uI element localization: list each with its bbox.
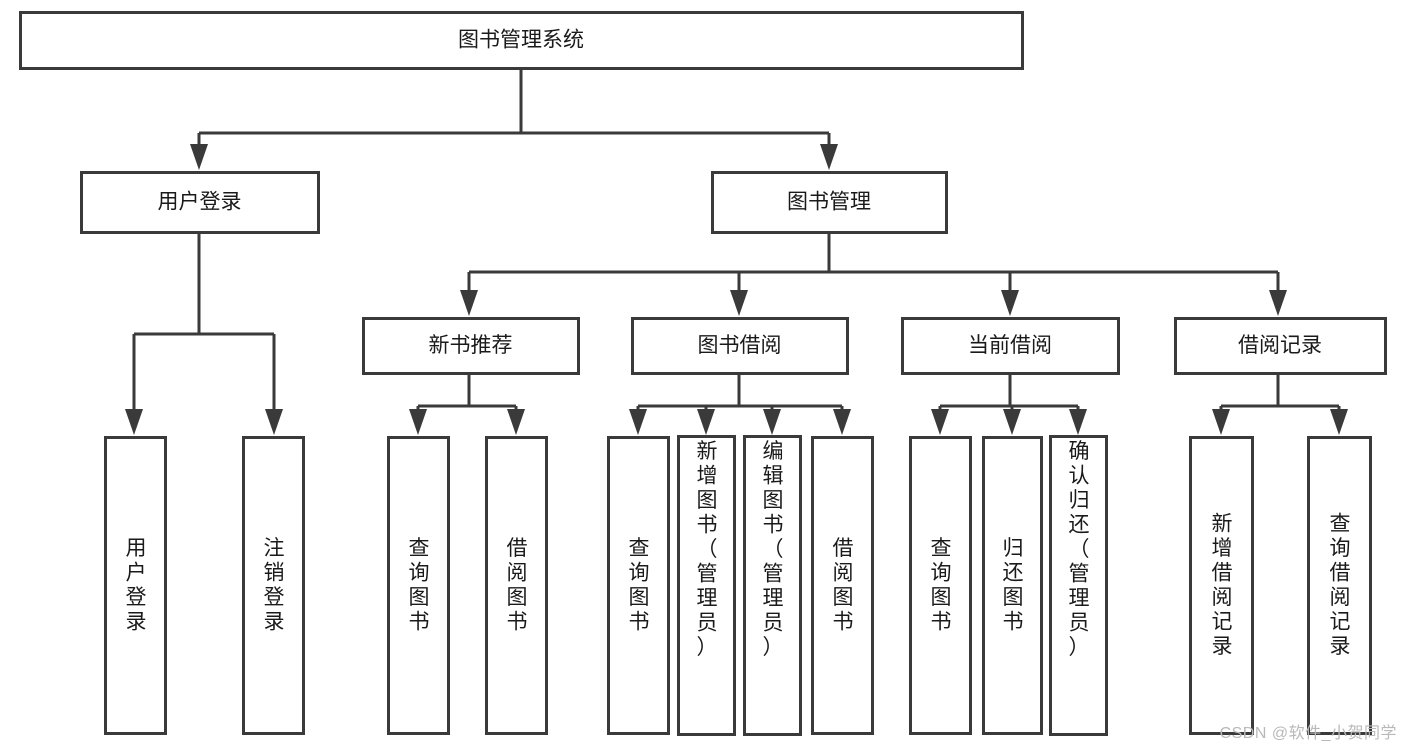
node-current-borrow[interactable]: 当前借阅 bbox=[901, 317, 1120, 375]
connector-borrow-record-bus bbox=[1212, 373, 1348, 435]
node-box[interactable] bbox=[1049, 435, 1108, 736]
node-box[interactable] bbox=[1189, 436, 1254, 735]
node-label: 确认归还（管理员） bbox=[1069, 440, 1090, 659]
node-label: 新增图书（管理员） bbox=[697, 440, 718, 659]
node-label: 用户登录 bbox=[126, 537, 147, 634]
node-box[interactable] bbox=[711, 171, 948, 234]
connector-new-book-rec-bus bbox=[409, 373, 525, 435]
arrowhead bbox=[1330, 409, 1348, 435]
node-label: 借阅图书 bbox=[833, 537, 854, 634]
arrowhead bbox=[125, 409, 143, 435]
node-label: 图书借阅 bbox=[698, 334, 782, 357]
connector-book-manage-bus bbox=[460, 232, 1287, 316]
node-box[interactable] bbox=[811, 436, 874, 735]
node-label: 新增借阅记录 bbox=[1212, 513, 1233, 659]
node-book-borrow[interactable]: 图书借阅 bbox=[631, 317, 849, 375]
node-label: 借阅图书 bbox=[507, 537, 528, 634]
node-book-manage[interactable]: 图书管理 bbox=[711, 171, 948, 234]
arrowhead bbox=[190, 144, 208, 170]
node-leaf-add-book[interactable]: 新增图书（管理员） bbox=[677, 435, 736, 736]
node-label: 查询图书 bbox=[409, 537, 430, 634]
node-leaf-borrow-book-1[interactable]: 借阅图书 bbox=[485, 436, 548, 735]
arrowhead bbox=[265, 409, 283, 435]
arrowhead bbox=[507, 409, 525, 435]
node-leaf-logout[interactable]: 注销登录 bbox=[242, 436, 305, 735]
arrowhead bbox=[629, 409, 647, 435]
node-box[interactable] bbox=[743, 435, 802, 736]
arrowhead bbox=[730, 290, 748, 316]
connector-root-bus bbox=[190, 68, 838, 170]
node-box[interactable] bbox=[242, 436, 305, 735]
arrowhead bbox=[1003, 409, 1021, 435]
node-box[interactable] bbox=[1174, 317, 1387, 375]
node-root[interactable]: 图书管理系统 bbox=[19, 11, 1024, 70]
node-box[interactable] bbox=[607, 436, 670, 735]
node-box[interactable] bbox=[631, 317, 849, 375]
arrowhead bbox=[1069, 409, 1087, 435]
arrowhead bbox=[833, 409, 851, 435]
node-label: 用户登录 bbox=[158, 191, 242, 214]
node-box[interactable] bbox=[909, 436, 972, 735]
node-label: 图书管理 bbox=[787, 191, 871, 214]
node-box[interactable] bbox=[1307, 436, 1372, 735]
node-box[interactable] bbox=[362, 317, 580, 375]
node-box[interactable] bbox=[485, 436, 548, 735]
node-label: 查询借阅记录 bbox=[1330, 513, 1351, 659]
node-label: 查询图书 bbox=[629, 537, 650, 634]
node-leaf-edit-book[interactable]: 编辑图书（管理员） bbox=[743, 435, 802, 736]
arrowhead bbox=[763, 409, 781, 435]
node-box[interactable] bbox=[982, 436, 1043, 735]
arrowhead bbox=[460, 290, 478, 316]
watermark: CSDN @软件_小贺同学 bbox=[1219, 725, 1397, 742]
arrowhead bbox=[1001, 290, 1019, 316]
node-leaf-confirm-return[interactable]: 确认归还（管理员） bbox=[1049, 435, 1108, 736]
node-label: 注销登录 bbox=[264, 537, 285, 634]
node-box[interactable] bbox=[80, 171, 320, 234]
node-leaf-query-book-1[interactable]: 查询图书 bbox=[387, 436, 450, 735]
arrowhead bbox=[820, 144, 838, 170]
connector-book-borrow-bus bbox=[629, 373, 851, 435]
node-label: 新书推荐 bbox=[429, 334, 513, 357]
node-user-login[interactable]: 用户登录 bbox=[80, 171, 320, 234]
arrowhead bbox=[1269, 290, 1287, 316]
node-label: 图书管理系统 bbox=[458, 29, 584, 52]
connector-user-login-bus bbox=[125, 232, 283, 435]
node-box[interactable] bbox=[677, 435, 736, 736]
node-leaf-query-book-2[interactable]: 查询图书 bbox=[607, 436, 670, 735]
node-label: 归还图书 bbox=[1003, 537, 1024, 634]
node-leaf-return-book[interactable]: 归还图书 bbox=[982, 436, 1043, 735]
node-label: 查询图书 bbox=[931, 537, 952, 634]
node-box[interactable] bbox=[19, 11, 1024, 70]
node-borrow-record[interactable]: 借阅记录 bbox=[1174, 317, 1387, 375]
arrowhead bbox=[409, 409, 427, 435]
node-leaf-query-book-3[interactable]: 查询图书 bbox=[909, 436, 972, 735]
node-label: 借阅记录 bbox=[1238, 334, 1322, 357]
node-box[interactable] bbox=[901, 317, 1120, 375]
node-label: 当前借阅 bbox=[968, 334, 1052, 357]
arrowhead bbox=[1212, 409, 1230, 435]
node-leaf-add-record[interactable]: 新增借阅记录 bbox=[1189, 436, 1254, 735]
node-label: 编辑图书（管理员） bbox=[763, 440, 784, 659]
node-box[interactable] bbox=[104, 436, 167, 735]
node-new-book-rec[interactable]: 新书推荐 bbox=[362, 317, 580, 375]
node-leaf-borrow-book-2[interactable]: 借阅图书 bbox=[811, 436, 874, 735]
connector-current-borrow-bus bbox=[931, 373, 1087, 435]
node-leaf-query-record[interactable]: 查询借阅记录 bbox=[1307, 436, 1372, 735]
node-leaf-user-login[interactable]: 用户登录 bbox=[104, 436, 167, 735]
arrowhead bbox=[697, 409, 715, 435]
node-box[interactable] bbox=[387, 436, 450, 735]
arrowhead bbox=[931, 409, 949, 435]
